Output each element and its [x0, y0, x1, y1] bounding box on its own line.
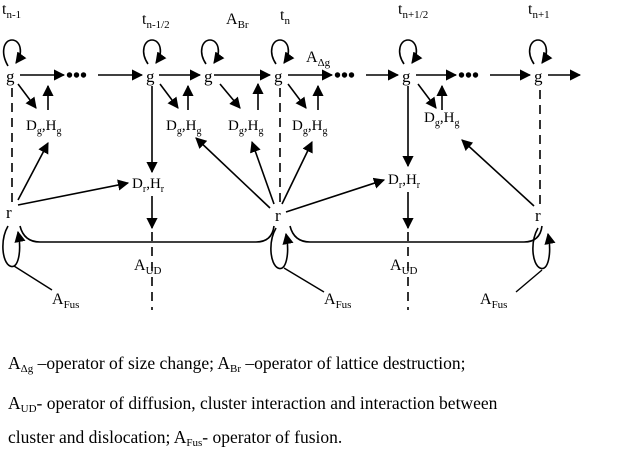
- caption-subscript: Fus: [186, 437, 203, 449]
- fusion-loop-icon: [2, 225, 26, 268]
- g-node: g: [402, 67, 411, 86]
- dg-hg-label: Dg,Hg: [26, 118, 61, 137]
- caption-line-1: AΔg –operator of size change; ABr –opera…: [8, 352, 620, 375]
- caption-subscript: UD: [20, 403, 37, 415]
- cycle-arrow-icon: [270, 39, 295, 65]
- dr-hr-label: Dr,Hr: [388, 172, 421, 191]
- operator-label-fus: AFus: [480, 291, 507, 311]
- operator-label-fus: AFus: [324, 291, 351, 311]
- dg-hg-label: Dg,Hg: [424, 110, 459, 129]
- operator-label-br: ABr: [226, 11, 249, 31]
- time-label-n-plus-half: tn+1/2: [398, 1, 428, 21]
- r-node: r: [275, 206, 281, 225]
- ud-brackets: [19, 225, 543, 243]
- operator-label-ud: AUD: [134, 257, 162, 277]
- g-node: g: [146, 67, 155, 86]
- process-diagram: ••• ••• ••• tn-1 tn-1/2 tn tn+1/2 tn+1 g…: [2, 1, 582, 311]
- time-label-n-plus-1: tn+1: [528, 1, 550, 21]
- dg-hg-label: Dg,Hg: [292, 118, 327, 137]
- time-lines: [11, 88, 541, 310]
- dr-hr-label: Dr,Hr: [132, 176, 165, 195]
- ellipsis: •••: [334, 65, 355, 87]
- cycle-arrow-icon: [2, 39, 27, 67]
- time-label-n-half: tn-1/2: [142, 11, 170, 31]
- vertical-flow-arrows: [146, 86, 414, 230]
- operator-label-dg: AΔg: [306, 49, 331, 69]
- g-node: g: [6, 67, 15, 86]
- g-node: g: [534, 67, 543, 86]
- g-node: g: [274, 67, 283, 86]
- caption-line-3: cluster and dislocation; AFus- operator …: [8, 426, 620, 449]
- caption-text: - operator of diffusion, cluster interac…: [36, 393, 498, 413]
- r-nodes: r r r: [6, 203, 541, 225]
- caption-text: - operator of fusion.: [202, 427, 343, 447]
- g-nodes: g g g g g g: [6, 67, 543, 86]
- ud-bracket-left: [19, 225, 275, 243]
- ellipsis: •••: [458, 65, 479, 87]
- r-node: r: [535, 206, 541, 225]
- caption-symbol: A: [217, 353, 231, 373]
- fus-labels: AFus AFus AFus: [52, 291, 507, 311]
- dg-hg-labels: Dg,Hg Dg,Hg Dg,Hg Dg,Hg Dg,Hg: [26, 110, 459, 137]
- time-label-n-1: tn-1: [2, 1, 21, 21]
- dg-hg-label: Dg,Hg: [166, 118, 201, 137]
- caption-symbol: A: [8, 393, 21, 413]
- g-node: g: [204, 67, 213, 86]
- caption-line-2: AUD- operator of diffusion, cluster inte…: [8, 392, 620, 415]
- caption-text: –operator of size change;: [33, 353, 218, 373]
- r-arrows: [17, 137, 535, 213]
- caption-symbol: A: [8, 353, 21, 373]
- time-label-n: tn: [280, 7, 290, 27]
- r-node: r: [6, 203, 12, 222]
- cycle-arrow-icon: [528, 39, 553, 65]
- time-labels: tn-1 tn-1/2 tn tn+1/2 tn+1: [2, 1, 550, 31]
- fusion-loops: [2, 225, 556, 270]
- dg-hg-label: Dg,Hg: [228, 118, 263, 137]
- ellipsis-marks: ••• ••• •••: [66, 65, 479, 87]
- fusion-loop-icon: [532, 227, 556, 270]
- ud-labels: AUD AUD: [134, 257, 418, 277]
- operator-label-fus: AFus: [52, 291, 79, 311]
- caption-subscript: Δg: [20, 363, 34, 375]
- g-to-dh-arrows: [17, 82, 448, 110]
- caption-text: cluster and dislocation;: [8, 427, 174, 447]
- dr-hr-labels: Dr,Hr Dr,Hr: [132, 172, 421, 195]
- fusion-leaders: [13, 265, 543, 293]
- caption-symbol: A: [173, 427, 187, 447]
- operator-label-ud: AUD: [390, 257, 418, 277]
- cycle-arrow-icon: [142, 39, 167, 65]
- cycle-arrows: [2, 39, 553, 67]
- fusion-loop-icon: [270, 227, 294, 270]
- caption-subscript: Br: [230, 363, 242, 375]
- cycle-arrow-icon: [398, 39, 423, 65]
- ud-bracket-right: [289, 225, 543, 243]
- ellipsis: •••: [66, 65, 87, 87]
- cycle-arrow-icon: [200, 39, 225, 65]
- caption-text: –operator of lattice destruction;: [241, 353, 466, 373]
